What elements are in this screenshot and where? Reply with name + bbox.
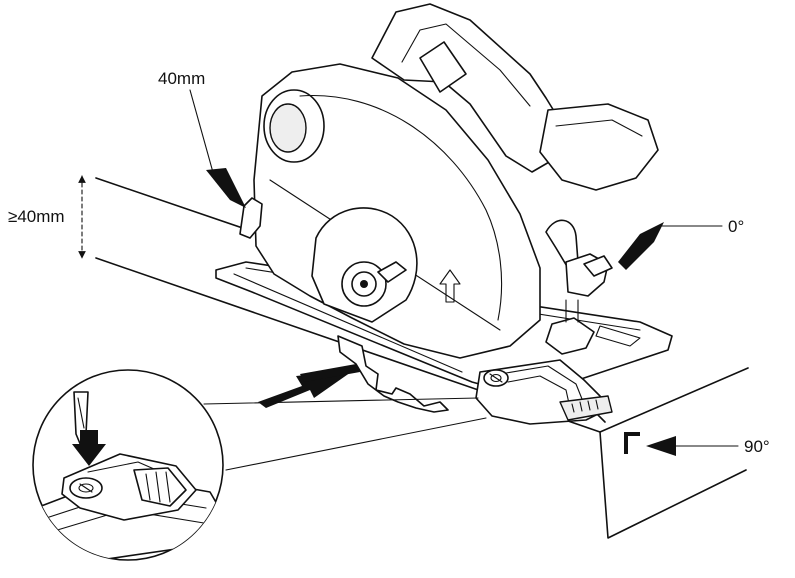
min-thickness-label: ≥40mm <box>8 207 65 226</box>
detail-inset <box>32 369 487 561</box>
square-angle-label: 90° <box>744 437 770 456</box>
front-guide-assembly <box>475 359 613 425</box>
saw-motor-housing <box>239 3 659 359</box>
bevel-angle-label: 0° <box>728 217 744 236</box>
square-corner-marker <box>624 432 640 454</box>
blade-depth-label: 40mm <box>158 69 205 88</box>
bevel-lock-knob <box>545 219 613 355</box>
saw-blade-teeth <box>337 335 449 413</box>
feed-direction-arrow-icon <box>258 364 360 408</box>
label-leaders <box>189 89 739 456</box>
